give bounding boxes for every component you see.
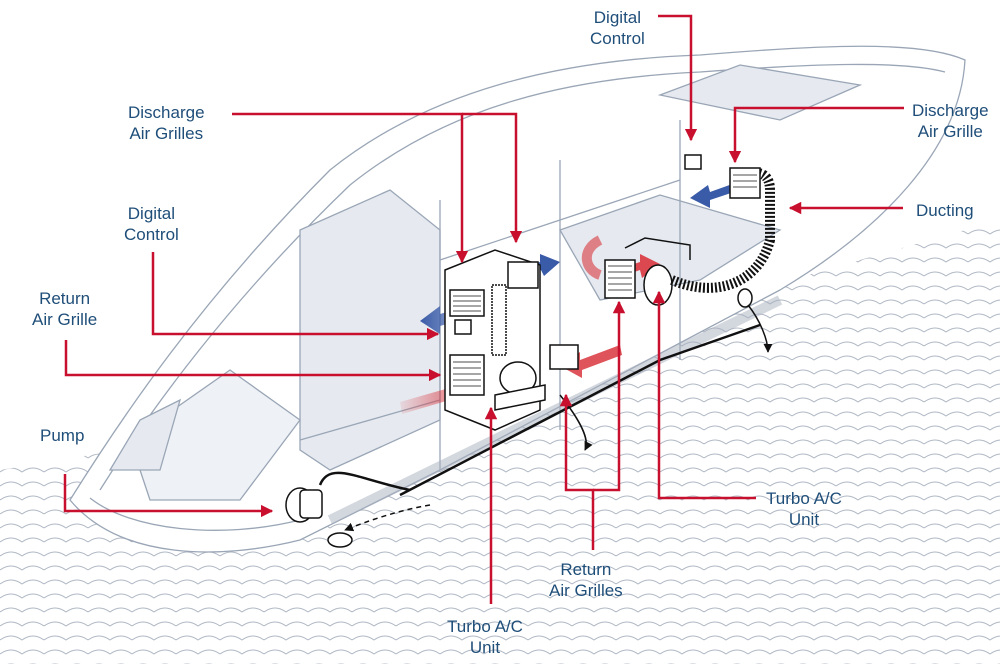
label-line: Air Grille [32, 310, 98, 329]
label-line: Air Grilles [129, 124, 204, 143]
label-line: Return [39, 289, 91, 308]
label-line: Unit [469, 638, 501, 657]
label-line: Air Grille [917, 122, 983, 141]
label-line: Control [124, 225, 179, 244]
leader-return-air-grille [64, 340, 442, 382]
label-pump: Pump [40, 425, 84, 446]
pump-icon [285, 487, 353, 548]
label-turbo-ac-unit-bottom: Turbo A/C Unit [447, 616, 523, 658]
label-line: Discharge [128, 103, 205, 122]
label-turbo-ac-unit-right: Turbo A/C Unit [766, 488, 842, 530]
label-line: Digital [593, 8, 642, 27]
return-grille-mid [549, 344, 579, 370]
label-line: Return [560, 560, 612, 579]
label-line: Turbo A/C [766, 489, 842, 508]
label-discharge-air-grilles: Discharge Air Grilles [128, 102, 205, 144]
leader-pump [63, 474, 274, 518]
label-ducting: Ducting [916, 200, 974, 221]
label-line: Ducting [916, 201, 974, 220]
label-line: Discharge [912, 101, 989, 120]
leader-digital-control-top [658, 14, 698, 142]
label-line: Unit [788, 510, 820, 529]
label-line: Air Grilles [549, 581, 623, 600]
leader-digital-control-left [151, 252, 440, 341]
label-line: Turbo A/C [447, 617, 523, 636]
label-line: Pump [40, 426, 85, 445]
label-line: Digital [127, 204, 176, 223]
label-digital-control-left: Digital Control [124, 203, 179, 245]
leader-lines [63, 14, 904, 604]
leader-turbo-ac-unit-right [652, 290, 756, 500]
label-return-air-grille: Return Air Grille [32, 288, 97, 330]
digital-control-panel-left [454, 319, 472, 335]
label-line: Control [590, 29, 645, 48]
leader-return-air-grilles-b [593, 300, 626, 492]
leader-discharge-air-grille [728, 106, 904, 164]
label-return-air-grilles: Return Air Grilles [549, 559, 623, 601]
leader-discharge-air-grilles-b [462, 112, 523, 244]
leader-return-air-grilles-a [559, 393, 595, 550]
discharge-grille-forward [729, 167, 761, 199]
digital-control-panel-forward [684, 154, 702, 170]
label-discharge-air-grille: Discharge Air Grille [912, 100, 989, 142]
turbo-ac-unit-left [444, 249, 546, 431]
label-digital-control-top: Digital Control [590, 7, 645, 49]
